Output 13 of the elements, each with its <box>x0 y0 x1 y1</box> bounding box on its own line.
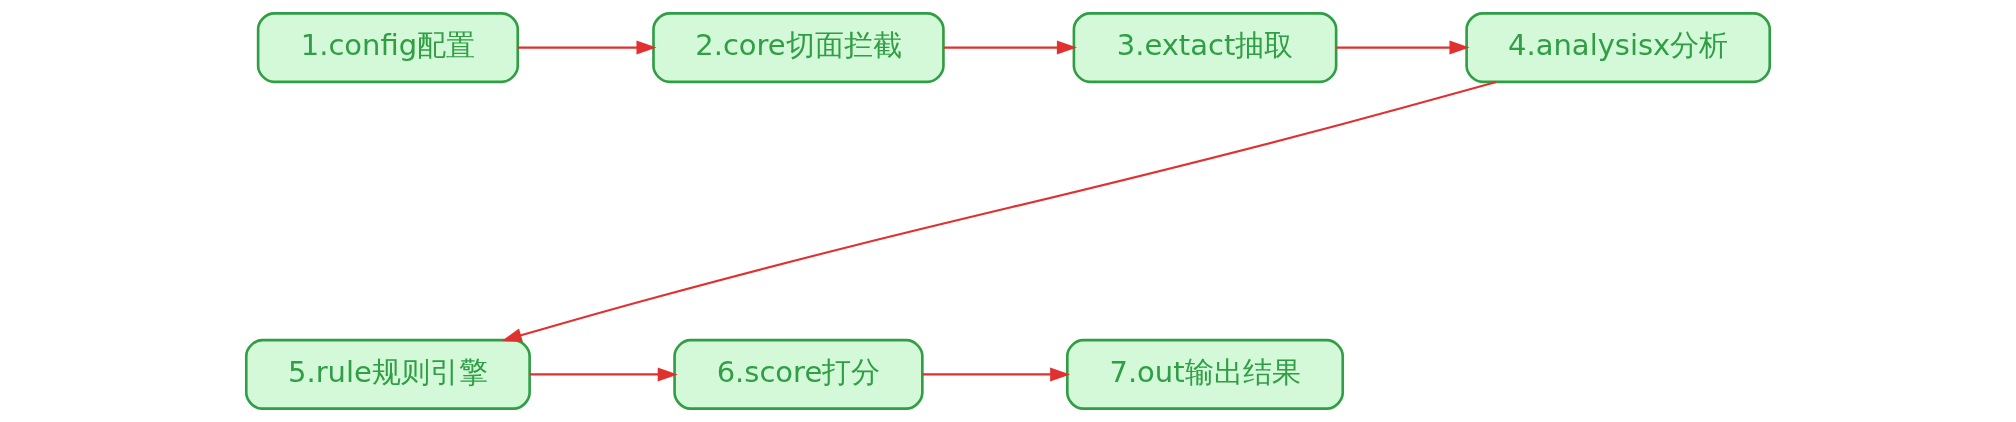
node-box: 5.rule规则引擎 <box>244 338 531 410</box>
node-box: 2.core切面拦截 <box>652 12 945 84</box>
arrow <box>922 367 1071 382</box>
arrow <box>943 40 1077 55</box>
node-box: 4.analysisx分析 <box>1465 12 1772 84</box>
node-box: 3.extact抽取 <box>1072 12 1338 84</box>
node-box: 6.score打分 <box>673 338 924 410</box>
node-box: 7.out输出结果 <box>1066 338 1345 410</box>
arrow <box>1336 40 1470 55</box>
arrow <box>517 40 657 55</box>
arrow <box>501 80 1497 343</box>
node-box: 1.config配置 <box>256 12 520 84</box>
arrow <box>529 367 678 382</box>
